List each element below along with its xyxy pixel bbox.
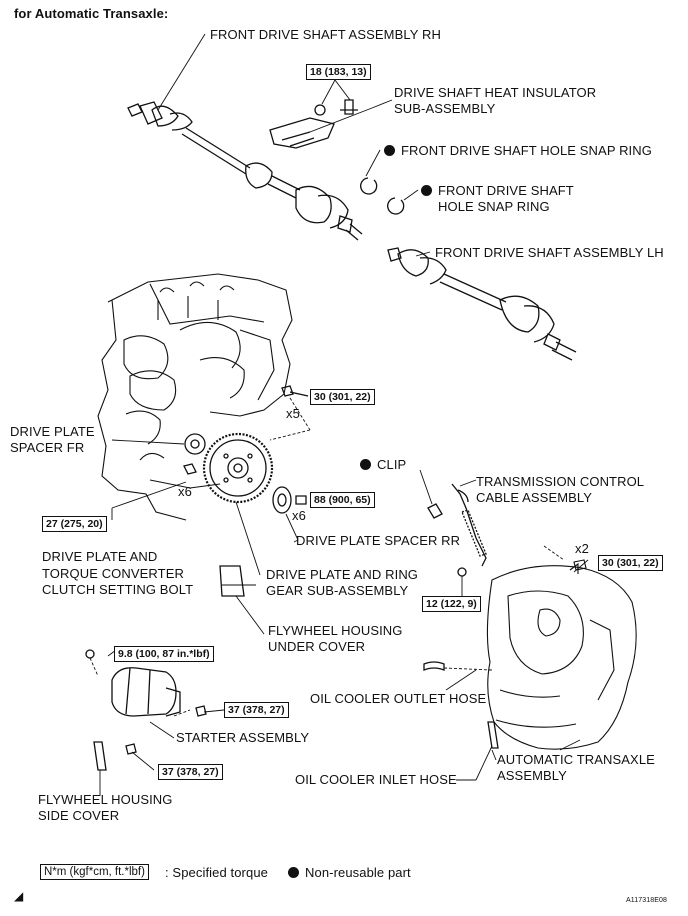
snap-ring-1 bbox=[360, 177, 378, 195]
torque-starter-low: 37 (378, 27) bbox=[158, 764, 223, 780]
label-setting-bolt-2: TORQUE CONVERTER bbox=[42, 566, 184, 581]
engine-bolt bbox=[281, 385, 309, 397]
legend-nonreusable: Non-reusable part bbox=[288, 865, 411, 881]
label-shaft-rh: FRONT DRIVE SHAFT ASSEMBLY RH bbox=[210, 27, 441, 42]
label-ring-gear-1: DRIVE PLATE AND RING bbox=[266, 567, 419, 582]
snap-ring-2 bbox=[387, 197, 405, 215]
drive-shaft-lh bbox=[387, 247, 577, 361]
page-corner-icon: ◢ bbox=[14, 889, 24, 903]
legend-unit-box: N*m (kgf*cm, ft.*lbf) bbox=[40, 864, 149, 880]
label-under-cover-2: UNDER COVER bbox=[268, 639, 366, 654]
qty-x6-b: x6 bbox=[292, 508, 306, 523]
label-tcc-2: CABLE ASSEMBLY bbox=[476, 490, 593, 505]
automatic-transaxle bbox=[486, 559, 637, 750]
page-title: for Automatic Transaxle: bbox=[14, 6, 169, 21]
label-side-cover-1: FLYWHEEL HOUSING bbox=[38, 792, 173, 807]
engine bbox=[97, 273, 293, 521]
label-inlet-hose: OIL COOLER INLET HOSE bbox=[295, 772, 457, 787]
label-under-cover-1: FLYWHEEL HOUSING bbox=[268, 623, 403, 638]
label-spacer-fr-1: DRIVE PLATE bbox=[10, 424, 95, 439]
leader-lines bbox=[89, 33, 589, 796]
label-snap-ring-2a: FRONT DRIVE SHAFT bbox=[421, 183, 574, 199]
heat-insulator bbox=[269, 99, 358, 149]
nonreusable-dot-icon bbox=[288, 867, 299, 878]
oil-cooler-outlet-hose bbox=[423, 661, 445, 671]
ring-gear bbox=[202, 432, 274, 504]
label-setting-bolt-3: CLUTCH SETTING BOLT bbox=[42, 582, 194, 597]
torque-transaxle-bolts: 30 (301, 22) bbox=[598, 555, 663, 571]
legend-unit-text: : Specified torque bbox=[165, 865, 268, 880]
torque-spacer-fr: 27 (275, 20) bbox=[42, 516, 107, 532]
starter-motor bbox=[85, 649, 207, 755]
label-shaft-lh: FRONT DRIVE SHAFT ASSEMBLY LH bbox=[435, 245, 664, 260]
label-side-cover-2: SIDE COVER bbox=[38, 808, 120, 823]
label-spacer-fr-2: SPACER FR bbox=[10, 440, 85, 455]
qty-x6-a: x6 bbox=[178, 484, 192, 499]
label-outlet-hose: OIL COOLER OUTLET HOSE bbox=[310, 691, 487, 706]
transmission-control-cable bbox=[451, 483, 487, 577]
figure-code: A117318E08 bbox=[626, 897, 667, 904]
spacer-rr bbox=[272, 486, 307, 514]
nonreusable-dot-icon bbox=[360, 459, 371, 470]
label-ring-gear-2: GEAR SUB-ASSEMBLY bbox=[266, 583, 409, 598]
qty-x2: x2 bbox=[575, 541, 589, 556]
flywheel-housing-under-cover bbox=[219, 565, 245, 597]
label-heat-insulator-2: SUB-ASSEMBLY bbox=[394, 101, 496, 116]
label-snap-ring-1: FRONT DRIVE SHAFT HOLE SNAP RING bbox=[384, 143, 652, 159]
label-transaxle-2: ASSEMBLY bbox=[497, 768, 567, 783]
drive-shaft-rh bbox=[127, 101, 363, 241]
torque-engine-bolts: 30 (301, 22) bbox=[310, 389, 375, 405]
label-heat-insulator-1: DRIVE SHAFT HEAT INSULATOR bbox=[394, 85, 597, 100]
torque-starter-mid: 37 (378, 27) bbox=[224, 702, 289, 718]
label-snap-ring-2b: HOLE SNAP RING bbox=[438, 199, 550, 214]
label-transaxle-1: AUTOMATIC TRANSAXLE bbox=[497, 752, 655, 767]
label-starter: STARTER ASSEMBLY bbox=[176, 730, 310, 745]
flywheel-housing-side-cover bbox=[93, 741, 107, 771]
label-spacer-rr: DRIVE PLATE SPACER RR bbox=[296, 533, 461, 548]
spacer-fr bbox=[183, 433, 206, 475]
torque-cable-bolt: 12 (122, 9) bbox=[422, 596, 481, 612]
nonreusable-dot-icon bbox=[384, 145, 395, 156]
torque-heat-insulator: 18 (183, 13) bbox=[306, 64, 371, 80]
label-clip: CLIP bbox=[360, 457, 406, 473]
qty-x5: x5 bbox=[286, 406, 300, 421]
label-setting-bolt-1: DRIVE PLATE AND bbox=[42, 549, 158, 564]
nonreusable-dot-icon bbox=[421, 185, 432, 196]
torque-starter-top: 9.8 (100, 87 in.*lbf) bbox=[114, 646, 214, 662]
oil-cooler-inlet-hose bbox=[487, 721, 499, 749]
clip bbox=[427, 503, 443, 519]
label-tcc-1: TRANSMISSION CONTROL bbox=[476, 474, 645, 489]
torque-spacer-rr: 88 (900, 65) bbox=[310, 492, 375, 508]
